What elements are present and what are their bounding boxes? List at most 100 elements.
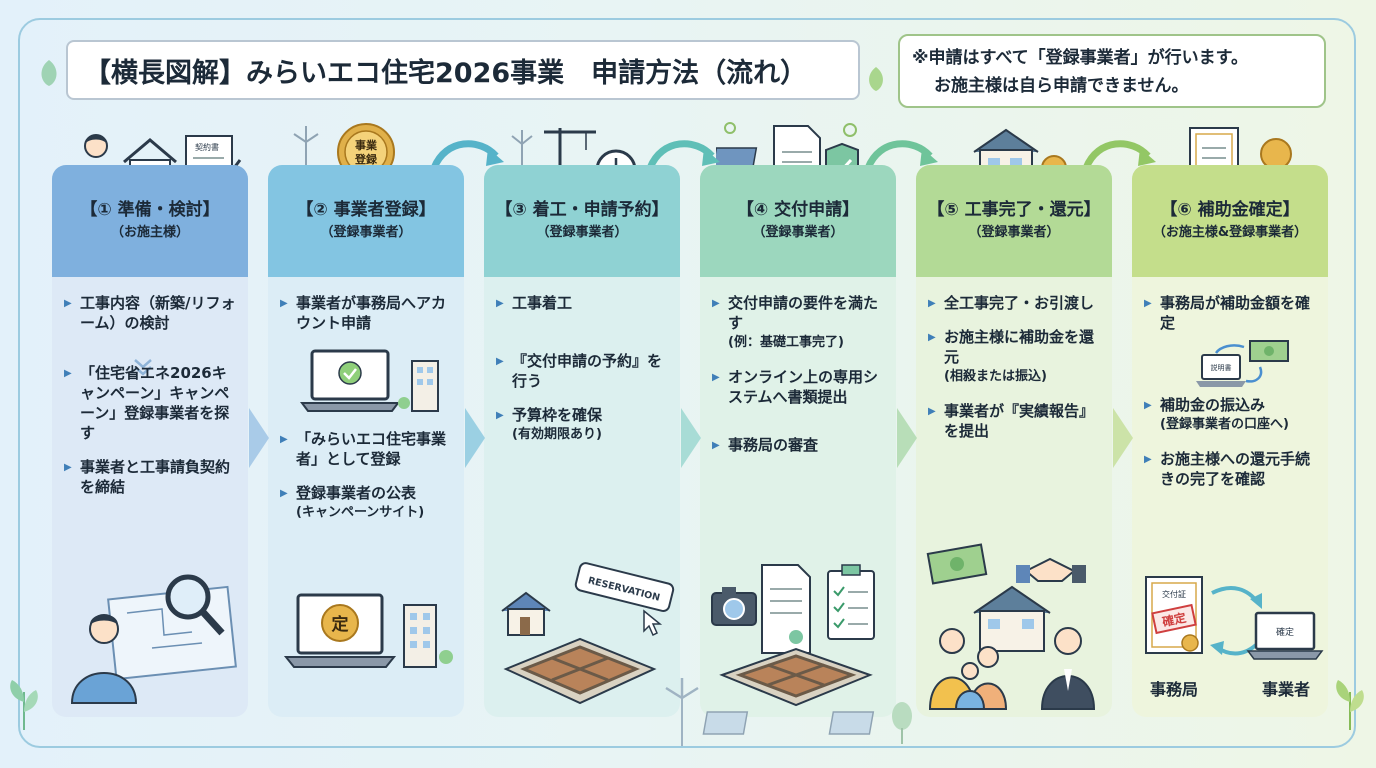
- flow-arrow-icon: [864, 140, 938, 170]
- bullet-sub: (例：基礎工事完了): [728, 335, 844, 350]
- list-item: 補助金の振込み (登録事業者の口座へ): [1144, 395, 1320, 435]
- step-5-title: 【⑤ 工事完了・還元】: [927, 200, 1101, 220]
- list-item: 交付申請の要件を満たす (例：基礎工事完了): [712, 293, 888, 353]
- step-2-card: 【② 事業者登録】 （登録事業者） 事業者が事務局へアカウント申請 「みらいエコ…: [268, 165, 464, 717]
- step-3-body: 工事着工 『交付申請の予約』を行う 予算枠を確保(有効期限あり) RESERVA…: [484, 277, 680, 717]
- bullet-text: 登録事業者の公表: [296, 484, 417, 502]
- step-4-bullets: 交付申請の要件を満たす (例：基礎工事完了) オンライン上の専用システムへ書類提出…: [700, 287, 896, 469]
- payment-transfer-icon: 説明書: [1196, 340, 1289, 387]
- step-1-bullets: 工事内容（新築/リフォーム）の検討 「住宅省エネ2026キャンペーン」キャンペー…: [52, 287, 248, 511]
- leaf-decoration-icon: [869, 67, 883, 91]
- step-6-body: 事務局が補助金額を確定 説明書 補助金の振込み (登録事業者の口座へ) お施主様へ…: [1132, 277, 1328, 717]
- step-2-bullets: 事業者が事務局へアカウント申請 「みらいエコ住宅事業者」として登録 登録事業者の…: [268, 287, 464, 537]
- step-4-body: 交付申請の要件を満たす (例：基礎工事完了) オンライン上の専用システムへ書類提出…: [700, 277, 896, 717]
- laptop-icon: 確定: [1246, 611, 1324, 660]
- step-5-body: 全工事完了・お引渡し お施主様に補助金を還元 (相殺または振込) 事業者が『実績報…: [916, 277, 1112, 717]
- chevron-right-icon: [1113, 408, 1133, 468]
- solar-panel-icon: [828, 711, 875, 735]
- bullet-text: 事業者と工事請負契約を締結: [80, 458, 231, 496]
- step-1-body: 工事内容（新築/リフォーム）の検討 「住宅省エネ2026キャンペーン」キャンペー…: [52, 277, 248, 717]
- business-person-icon: [1040, 627, 1096, 710]
- step-4-role: （登録事業者）: [752, 225, 844, 240]
- bullet-text: 事業者が事務局へアカウント申請: [296, 294, 447, 332]
- step-3-role: （登録事業者）: [536, 225, 628, 240]
- badge-line-2: 登録: [354, 152, 378, 166]
- laptop-approved-icon: [300, 349, 439, 412]
- family-icon: [928, 628, 1008, 710]
- step-3-illustration: RESERVATION: [484, 553, 680, 711]
- list-item: オンライン上の専用システムへ書類提出: [712, 367, 888, 407]
- bullet-text: 工事内容（新築/リフォーム）の検討: [80, 294, 236, 332]
- list-item: 『交付申請の予約』を行う: [496, 351, 672, 391]
- step-2-role: （登録事業者）: [320, 225, 412, 240]
- list-item: お施主様に補助金を還元 (相殺または振込): [928, 327, 1104, 387]
- bullet-text: お施主様への還元手続きの完了を確認: [1160, 450, 1311, 488]
- step-5-bullets: 全工事完了・お引渡し お施主様に補助金を還元 (相殺または振込) 事業者が『実績報…: [916, 287, 1112, 455]
- bullet-text: 「住宅省エネ2026キャンペーン」キャンペーン」登録事業者を探す: [80, 364, 230, 442]
- wind-turbine-icon: [665, 678, 699, 746]
- bullet-sub: (登録事業者の口座へ): [1160, 417, 1289, 432]
- business-label: 事業者: [1262, 680, 1310, 699]
- step-2-title: 【② 事業者登録】: [296, 200, 436, 220]
- bullet-sub: (相殺または振込): [944, 369, 1047, 384]
- step-4-title: 【④ 交付申請】: [736, 200, 860, 220]
- bullet-sub: (キャンペーンサイト): [296, 505, 425, 520]
- flow-arrow-icon: [646, 140, 720, 170]
- bullet-text: 「みらいエコ住宅事業者」として登録: [296, 430, 447, 468]
- step-3-header: 【③ 着工・申請予約】 （登録事業者）: [484, 165, 680, 277]
- camera-icon: [711, 587, 757, 626]
- step-6-bullets: 事務局が補助金額を確定 説明書 補助金の振込み (登録事業者の口座へ) お施主様へ…: [1132, 287, 1328, 503]
- step-6-title: 【⑥ 補助金確定】: [1160, 200, 1300, 220]
- solar-panel-icon: [702, 711, 749, 735]
- step-4-header: 【④ 交付申請】 （登録事業者）: [700, 165, 896, 277]
- office-label: 事務局: [1150, 680, 1198, 699]
- list-item: 工事着工: [496, 293, 672, 314]
- stamp-label: 確定: [1161, 610, 1188, 630]
- list-item: 事業者と工事請負契約を締結: [64, 457, 240, 497]
- notice-box: ※申請はすべて「登録事業者」が行います。 お施主様は自ら申請できません。: [898, 34, 1326, 108]
- list-item: 「みらいエコ住宅事業者」として登録: [280, 429, 456, 469]
- bullet-text: 補助金の振込み: [1160, 396, 1266, 414]
- step2-top-icons: 事業 登録: [272, 112, 462, 196]
- step-5-header: 【⑤ 工事完了・還元】 （登録事業者）: [916, 165, 1112, 277]
- step-3-bullets: 工事着工 『交付申請の予約』を行う 予算枠を確保(有効期限あり): [484, 287, 680, 459]
- list-item: 工事内容（新築/リフォーム）の検討: [64, 293, 240, 333]
- list-item: 「住宅省エネ2026キャンペーン」キャンペーン」登録事業者を探す: [64, 363, 240, 443]
- step-2-header: 【② 事業者登録】 （登録事業者）: [268, 165, 464, 277]
- step-4-illustration: [700, 553, 896, 711]
- step-3-title: 【③ 着工・申請予約】: [495, 200, 669, 220]
- bullet-text: 交付申請の要件を満たす: [728, 294, 879, 332]
- house-icon: [973, 585, 1051, 652]
- leaf-decoration-icon: [10, 680, 38, 730]
- list-item: 全工事完了・お引渡し: [928, 293, 1104, 314]
- seal-label: 定: [332, 614, 349, 635]
- bullet-text: 『交付申請の予約』を行う: [512, 352, 663, 390]
- bullet-text: お施主様に補助金を還元: [944, 328, 1095, 366]
- bullet-text: 事務局の審査: [728, 436, 819, 454]
- step-3-card: 【③ 着工・申請予約】 （登録事業者） 工事着工 『交付申請の予約』を行う 予算…: [484, 165, 680, 717]
- chevron-right-icon: [681, 408, 701, 468]
- magnifier-icon: [165, 574, 225, 636]
- step-1-card: 【① 準備・検討】 （お施主様） 工事内容（新築/リフォーム）の検討 「住宅省エ…: [52, 165, 248, 717]
- step-6-header: 【⑥ 補助金確定】 （お施主様&登録事業者）: [1132, 165, 1328, 277]
- bullet-text: 事務局が補助金額を確定: [1160, 294, 1311, 332]
- page-frame: [18, 18, 1356, 748]
- chevron-right-icon: [465, 408, 485, 468]
- chevron-right-icon: [249, 408, 269, 468]
- list-item: 事業者が事務局へアカウント申請: [280, 293, 456, 333]
- sun-icon: [724, 122, 857, 137]
- person-icon: [70, 614, 138, 704]
- step-1-illustration: [52, 553, 248, 711]
- step-5-card: 【⑤ 工事完了・還元】 （登録事業者） 全工事完了・お引渡し お施主様に補助金を…: [916, 165, 1112, 717]
- tree-icon: [892, 702, 912, 744]
- foundation-icon: [719, 647, 873, 707]
- list-item: 事業者が『実績報告』を提出: [928, 401, 1104, 441]
- laptop-seal-icon: 定: [283, 593, 397, 668]
- step-5-illustration: [916, 541, 1112, 711]
- money-bill-icon: [926, 543, 988, 585]
- step-5-role: （登録事業者）: [968, 225, 1060, 240]
- step-4-card: 【④ 交付申請】 （登録事業者） 交付申請の要件を満たす (例：基礎工事完了) オ…: [700, 165, 896, 717]
- step-6-card: 【⑥ 補助金確定】 （お施主様&登録事業者） 事務局が補助金額を確定 説明書 補…: [1132, 165, 1328, 717]
- contract-label: 契約書: [195, 142, 219, 152]
- leaf-decoration-icon: [1336, 680, 1364, 730]
